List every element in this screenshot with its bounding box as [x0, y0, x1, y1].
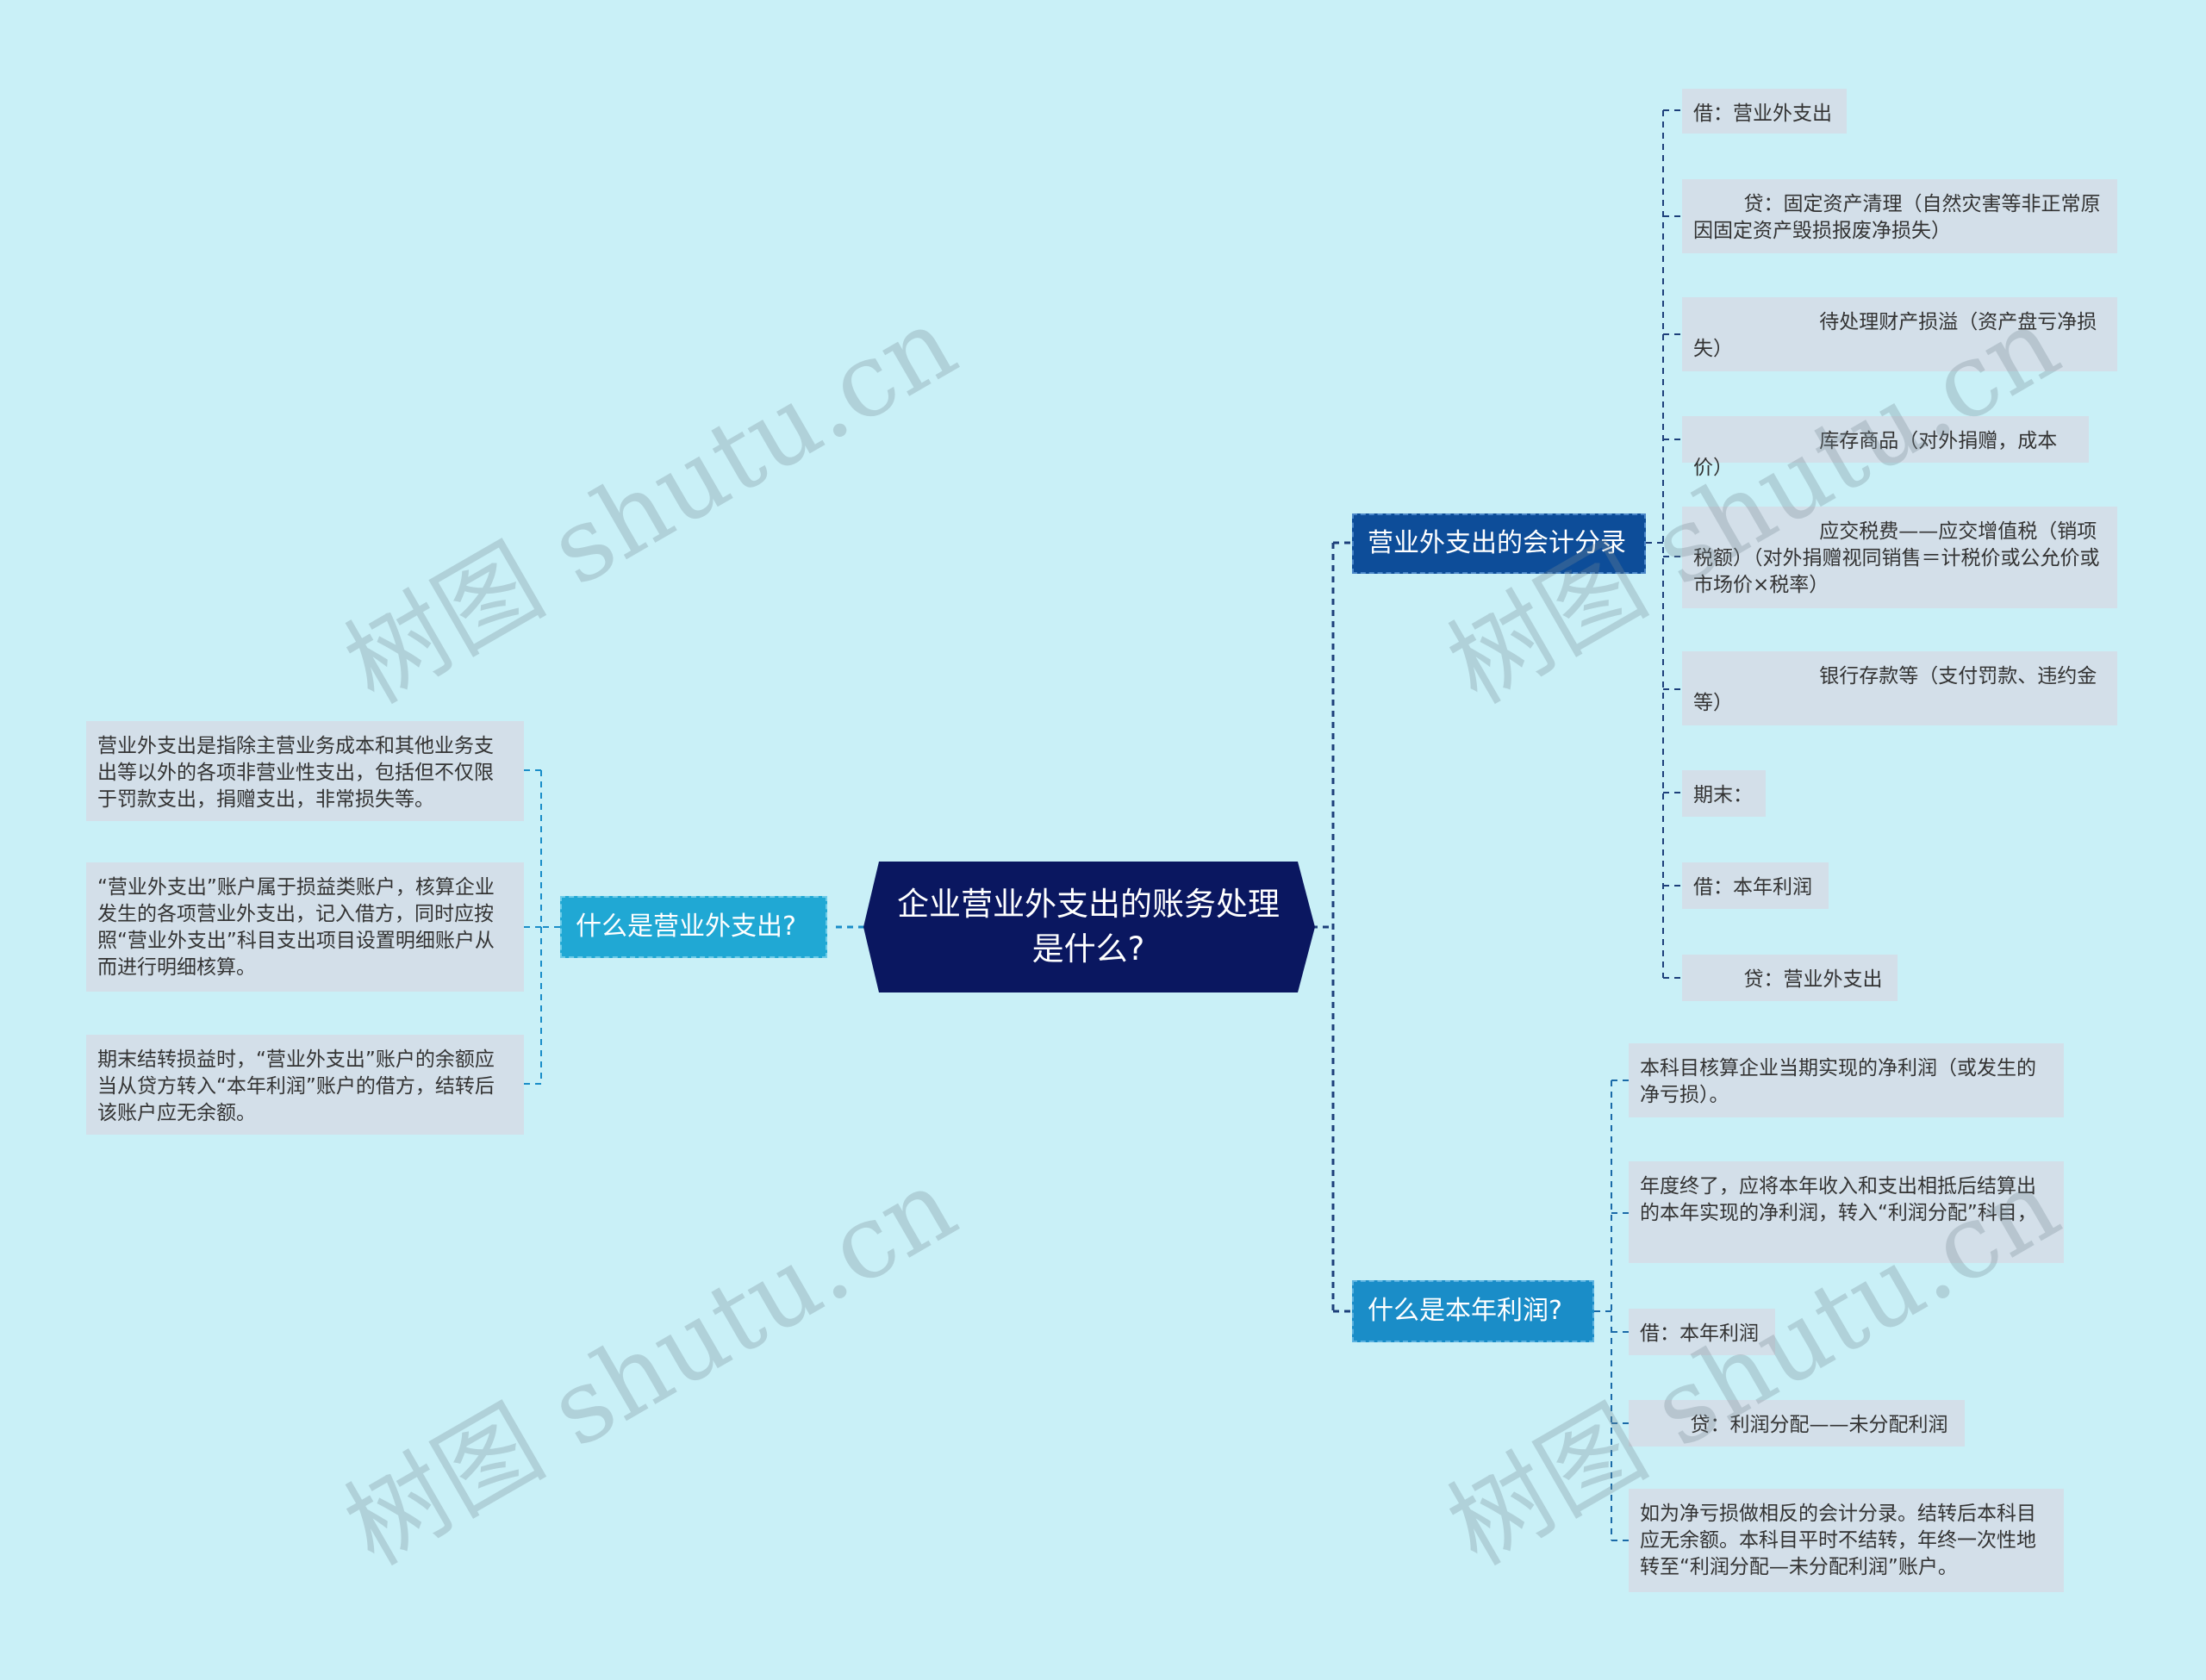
entry-leaf[interactable]: 银行存款等（支付罚款、违约金等） — [1682, 651, 2117, 725]
entry-leaf-text: 贷：营业外支出 — [1693, 968, 1883, 991]
root-topic[interactable]: 企业营业外支出的账务处理是什么? — [888, 865, 1289, 989]
profit-leaf-text: 如为净亏损做相反的会计分录。结转后本科目应无余额。本科目平时不结转，年终一次性地… — [1640, 1503, 2036, 1578]
profit-leaf[interactable]: 贷：利润分配——未分配利润 — [1629, 1400, 1965, 1447]
definition-leaf[interactable]: 营业外支出是指除主营业务成本和其他业务支出等以外的各项非营业性支出，包括但不仅限… — [86, 721, 524, 821]
entry-leaf-text: 库存商品（对外捐赠，成本价） — [1693, 430, 2058, 479]
profit-leaf[interactable]: 年度终了，应将本年收入和支出相抵后结算出的本年实现的净利润，转入“利润分配”科目… — [1629, 1161, 2064, 1263]
entry-leaf-text: 借：营业外支出 — [1693, 103, 1832, 125]
root-shape — [863, 862, 1315, 992]
definition-leaf-text: “营业外支出”账户属于损益类账户，核算企业发生的各项营业外支出，记入借方，同时应… — [97, 876, 495, 979]
entry-leaf-text: 应交税费——应交增值税（销项税额）（对外捐赠视同销售＝计税价或公允价或市场价×税… — [1693, 520, 2100, 596]
definition-leaf[interactable]: 期末结转损益时，“营业外支出”账户的余额应当从贷方转入“本年利润”账户的借方，结… — [86, 1035, 524, 1135]
entry-leaf[interactable]: 借：本年利润 — [1682, 862, 1829, 909]
root-topic-text: 企业营业外支出的账务处理是什么? — [897, 886, 1280, 968]
entry-leaf-text: 贷：固定资产清理（自然灾害等非正常原因固定资产毁损报废净损失） — [1693, 193, 2101, 242]
profit-leaf-text: 借：本年利润 — [1640, 1322, 1759, 1345]
entry-leaf[interactable]: 库存商品（对外捐赠，成本价） — [1682, 416, 2089, 479]
entry-leaf-text: 期末： — [1693, 784, 1753, 806]
profit-leaf[interactable]: 如为净亏损做相反的会计分录。结转后本科目应无余额。本科目平时不结转，年终一次性地… — [1629, 1489, 2064, 1592]
branch-definition-label: 什么是营业外支出? — [576, 912, 796, 942]
definition-leaf[interactable]: “营业外支出”账户属于损益类账户，核算企业发生的各项营业外支出，记入借方，同时应… — [86, 862, 524, 992]
entry-leaf-text: 借：本年利润 — [1693, 876, 1812, 899]
definition-leaf-text: 期末结转损益时，“营业外支出”账户的余额应当从贷方转入“本年利润”账户的借方，结… — [97, 1048, 495, 1124]
entry-leaf[interactable]: 贷：营业外支出 — [1682, 955, 1898, 1001]
entry-leaf-text: 待处理财产损溢（资产盘亏净损失） — [1693, 311, 2097, 360]
branch-current-year-profit[interactable]: 什么是本年利润? — [1352, 1280, 1594, 1342]
profit-leaf[interactable]: 本科目核算企业当期实现的净利润（或发生的净亏损）。 — [1629, 1043, 2064, 1117]
branch-accounting-entries[interactable]: 营业外支出的会计分录 — [1352, 513, 1646, 574]
profit-leaf-text: 本科目核算企业当期实现的净利润（或发生的净亏损）。 — [1640, 1057, 2036, 1106]
profit-leaf-text: 贷：利润分配——未分配利润 — [1640, 1414, 1948, 1436]
branch-definition[interactable]: 什么是营业外支出? — [560, 896, 827, 958]
entry-leaf[interactable]: 期末： — [1682, 770, 1766, 817]
branch-accounting-entries-label: 营业外支出的会计分录 — [1368, 528, 1626, 558]
entry-leaf[interactable]: 借：营业外支出 — [1682, 89, 1847, 134]
profit-leaf-text: 年度终了，应将本年收入和支出相抵后结算出的本年实现的净利润，转入“利润分配”科目… — [1640, 1175, 2037, 1224]
entry-leaf[interactable]: 待处理财产损溢（资产盘亏净损失） — [1682, 297, 2117, 371]
branch-current-year-profit-label: 什么是本年利润? — [1368, 1296, 1562, 1326]
entry-leaf[interactable]: 应交税费——应交增值税（销项税额）（对外捐赠视同销售＝计税价或公允价或市场价×税… — [1682, 507, 2117, 608]
profit-leaf[interactable]: 借：本年利润 — [1629, 1309, 1775, 1355]
entry-leaf-text: 银行存款等（支付罚款、违约金等） — [1693, 665, 2097, 714]
definition-leaf-text: 营业外支出是指除主营业务成本和其他业务支出等以外的各项非营业性支出，包括但不仅限… — [97, 735, 494, 811]
entry-leaf[interactable]: 贷：固定资产清理（自然灾害等非正常原因固定资产毁损报废净损失） — [1682, 179, 2117, 253]
